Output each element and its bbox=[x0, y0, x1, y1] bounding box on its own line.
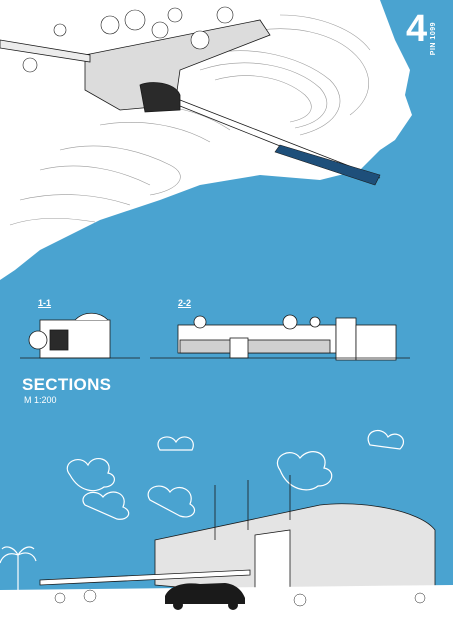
sheet-number: 4 bbox=[406, 8, 428, 50]
ground bbox=[0, 585, 453, 640]
site-building bbox=[0, 19, 381, 185]
pin-label: PIN 1099 bbox=[430, 22, 437, 56]
sections-scale: M 1:200 bbox=[24, 395, 57, 405]
clouds bbox=[66, 429, 405, 520]
section-label-2-2: 2-2 bbox=[178, 298, 192, 308]
section-label-1-1: 1-1 bbox=[38, 298, 52, 308]
sections-title: SECTIONS bbox=[22, 375, 112, 394]
section-1-1 bbox=[20, 312, 140, 359]
pier-end bbox=[274, 144, 381, 186]
vintage-car bbox=[165, 583, 245, 610]
palm-tree bbox=[0, 546, 37, 600]
shrubs bbox=[54, 589, 426, 607]
section-2-2 bbox=[150, 314, 410, 361]
site-trees bbox=[22, 6, 234, 73]
